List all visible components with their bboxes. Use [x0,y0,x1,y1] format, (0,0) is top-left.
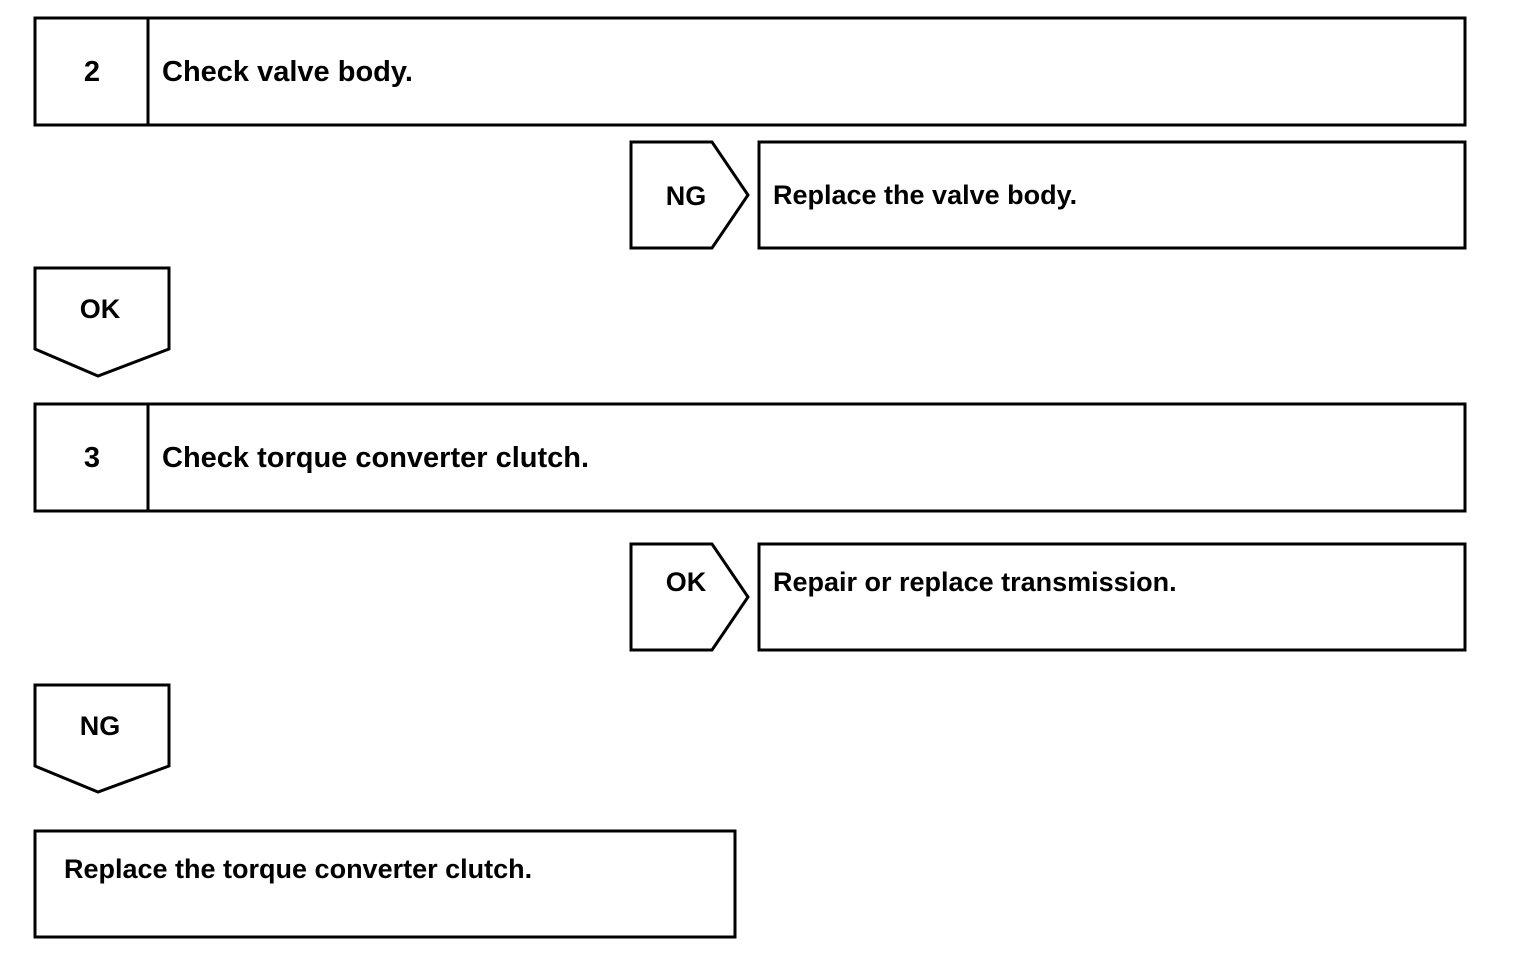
step-2-number: 2 [84,56,100,88]
ok-arrow-tag [629,542,750,652]
step-3-title: Check torque converter clutch. [162,442,589,474]
ng-down-label: NG [80,711,121,741]
ng-arrow-tag [629,140,750,250]
ng-down-tag: NG [33,683,171,794]
repair-transmission-box [757,542,1467,652]
ok-down-tag: OK [33,266,171,378]
down-arrow-tag [33,683,171,794]
step-3-ok-branch: OK Repair or replace transmission. [629,542,1467,652]
ok-down-label: OK [80,294,121,324]
repair-transmission-text: Repair or replace transmission. [773,567,1177,597]
step-3-box: 3 Check torque converter clutch. [33,402,1467,513]
replace-valve-body-box [757,140,1467,250]
step-2-box: 2 Check valve body. [33,16,1467,127]
step-3-number: 3 [84,442,100,474]
final-action-box: Replace the torque converter clutch. [33,829,737,939]
step-2-ng-branch: NG Replace the valve body. [629,140,1467,250]
ok-tag-label: OK [666,567,707,597]
replace-valve-body-text: Replace the valve body. [773,180,1077,210]
step-2-title: Check valve body. [162,56,413,88]
down-arrow-tag [33,266,171,378]
ng-tag-label: NG [666,181,707,211]
final-action-text: Replace the torque converter clutch. [64,854,532,884]
